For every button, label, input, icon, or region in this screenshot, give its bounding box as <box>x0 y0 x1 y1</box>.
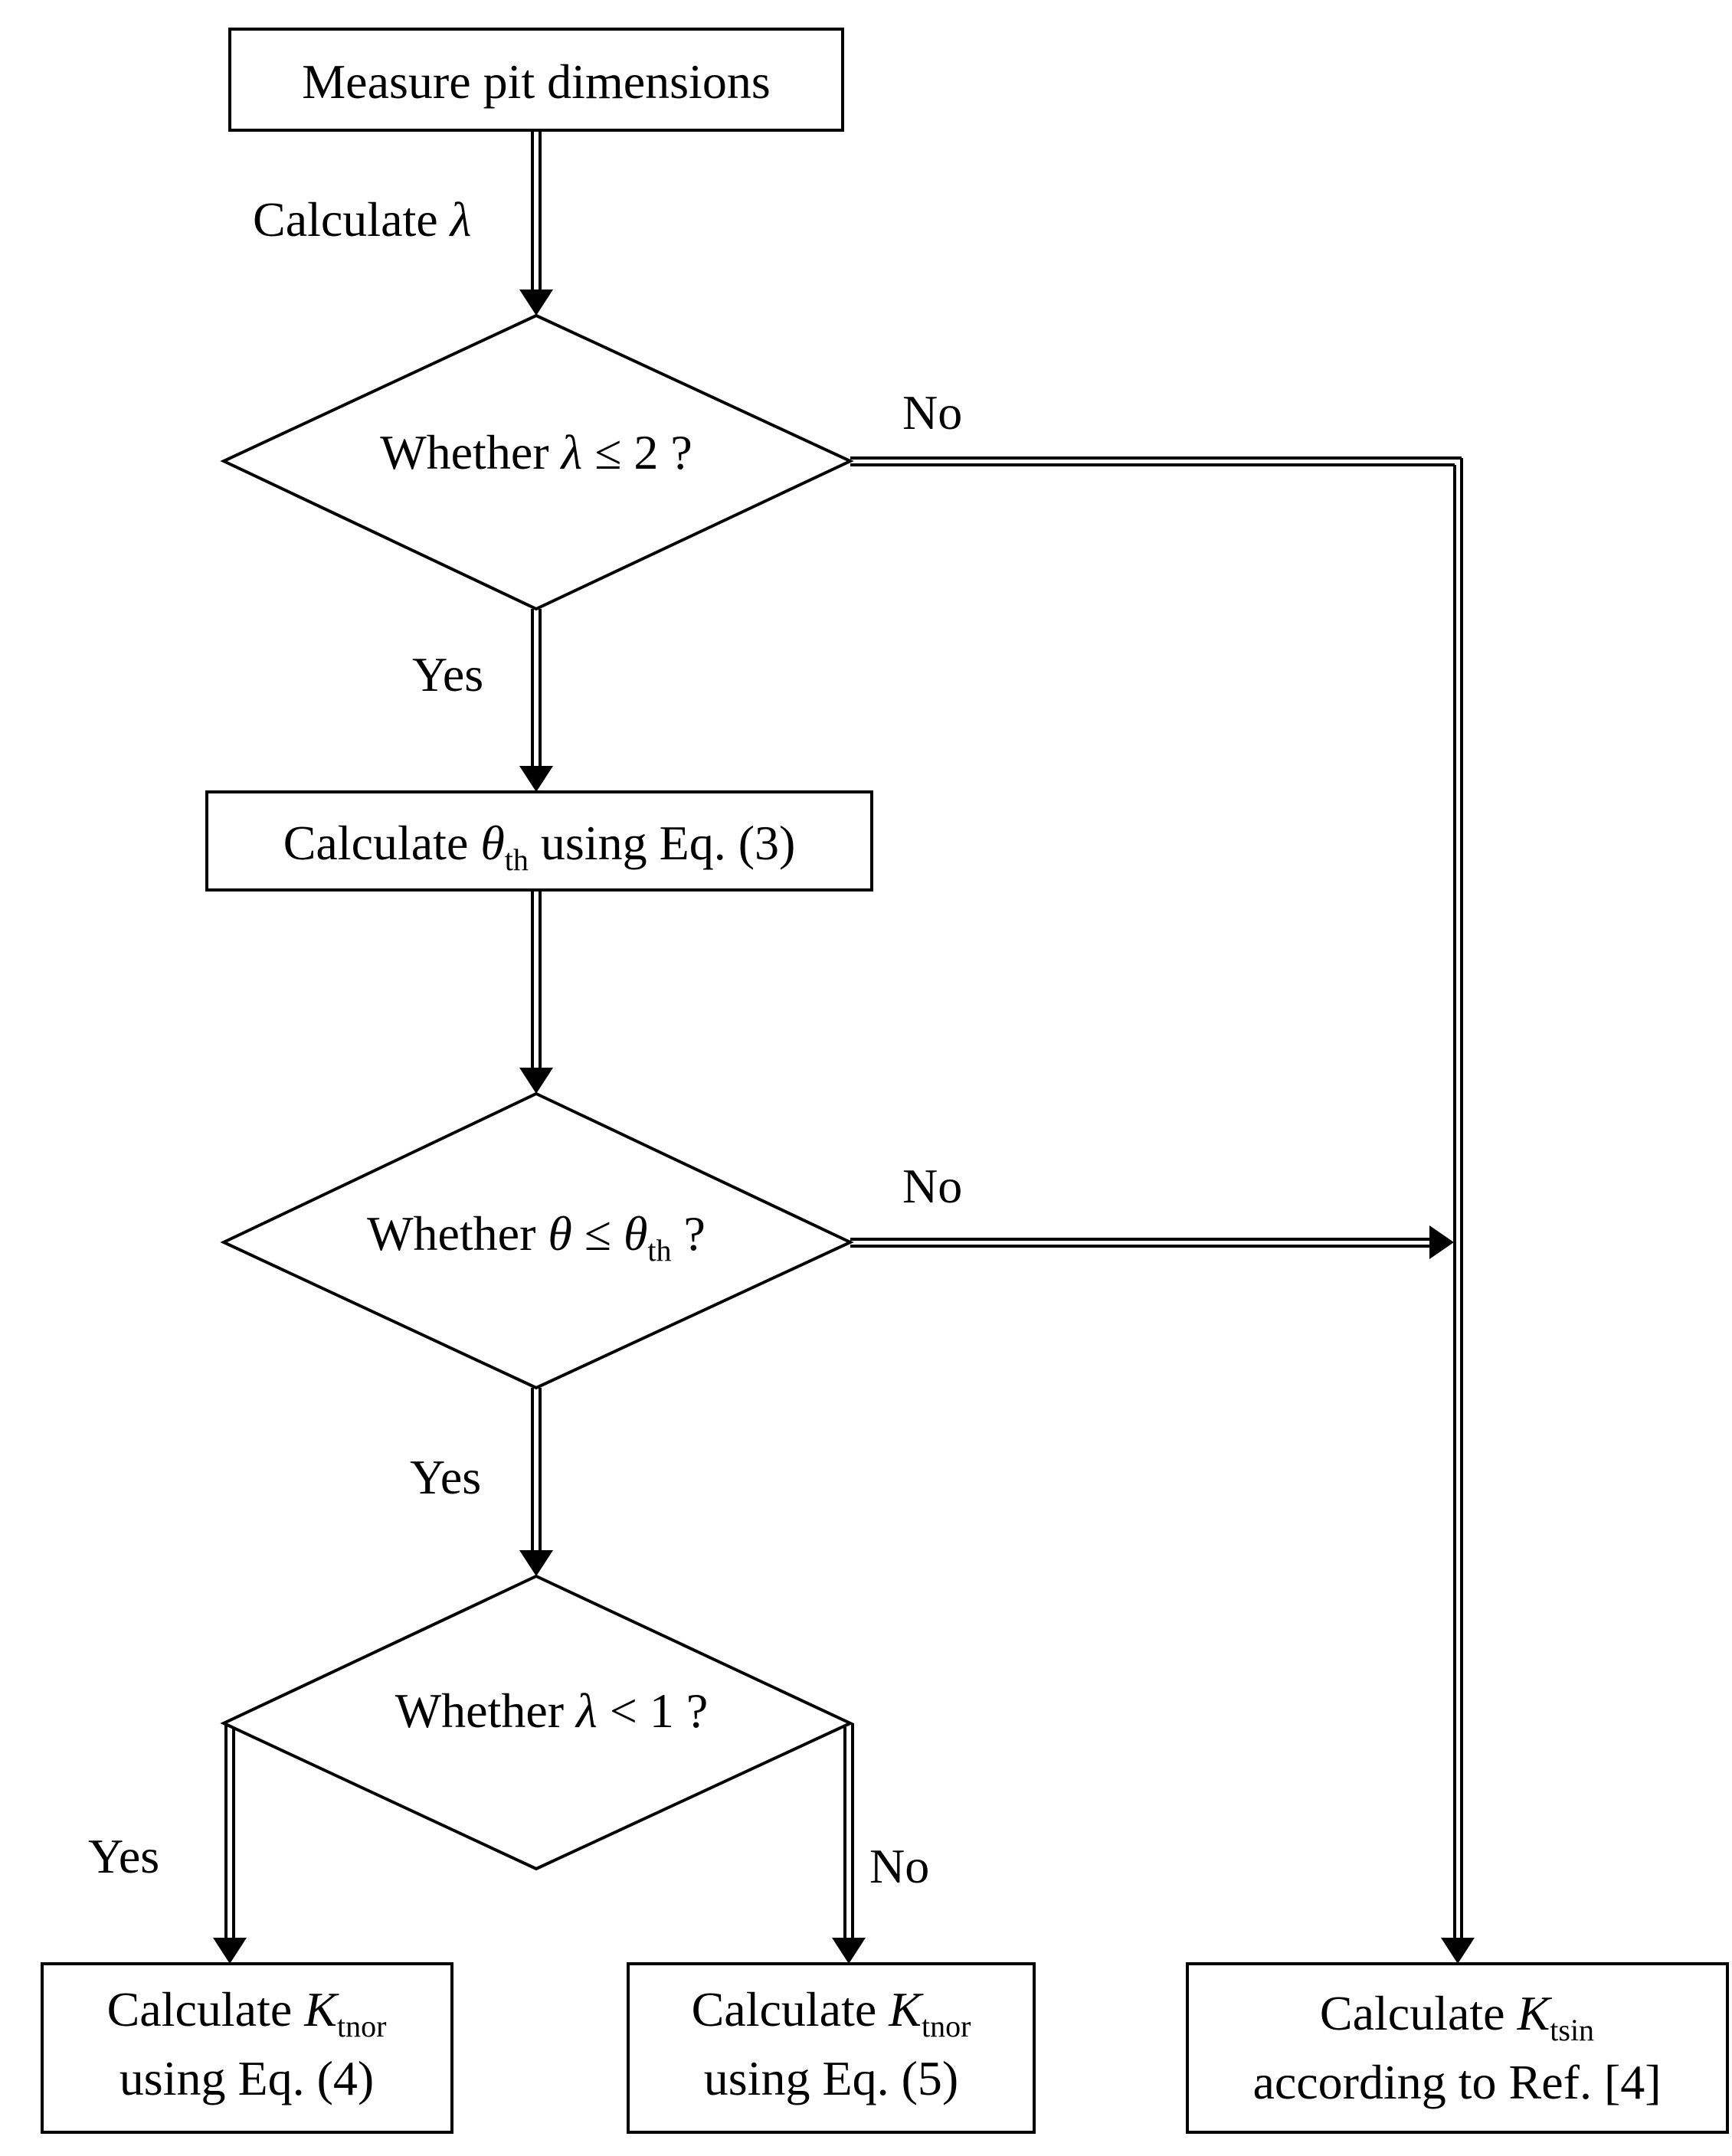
connector-decision1-yes <box>519 609 553 792</box>
result-eq4-line1: Calculate Ktnor <box>107 1982 387 2043</box>
decision-lambda-le-2-label: Whether λ ≤ 2 ? <box>380 425 692 479</box>
calc-theta-box: Calculate θth using Eq. (3) <box>205 790 873 892</box>
connector-measure-to-decision1 <box>519 130 553 316</box>
result-ref4-box: Calculate Ktsin according to Ref. [4] <box>1186 1962 1729 2134</box>
connector-decision2-yes <box>519 1388 553 1576</box>
calc-lambda-label: Calculate λ <box>253 192 471 247</box>
calc-theta-label: Calculate θth using Eq. (3) <box>283 816 796 877</box>
no-label-2: No <box>902 1159 962 1213</box>
yes-label-2: Yes <box>410 1450 481 1504</box>
decision-theta-label: Whether θ ≤ θth ? <box>367 1206 706 1268</box>
result-eq5-line1: Calculate Ktnor <box>692 1982 971 2043</box>
result-eq5-line2: using Eq. (5) <box>704 2051 958 2105</box>
result-eq4-box: Calculate Ktnor using Eq. (4) <box>41 1962 453 2134</box>
measure-label: Measure pit dimensions <box>302 54 770 109</box>
connector-theta-box-to-decision2 <box>519 890 553 1094</box>
connector-decision3-yes <box>213 1723 247 1964</box>
result-eq4-line2: using Eq. (4) <box>120 2051 374 2105</box>
connector-decision3-no <box>832 1723 866 1964</box>
connector-decision1-no <box>850 456 1475 1964</box>
decision-lambda-le-2: Whether λ ≤ 2 ? <box>220 313 854 611</box>
decision-lambda-lt-1-label: Whether λ < 1 ? <box>395 1683 709 1738</box>
decision-theta-le-theta-th: Whether θ ≤ θth ? <box>220 1091 854 1390</box>
no-label-1: No <box>902 385 962 440</box>
result-eq5-box: Calculate Ktnor using Eq. (5) <box>627 1962 1036 2134</box>
yes-label-3: Yes <box>88 1829 159 1883</box>
yes-label-1: Yes <box>412 647 483 702</box>
decision-lambda-lt-1: Whether λ < 1 ? <box>220 1574 854 1871</box>
result-ref4-line2: according to Ref. [4] <box>1252 2055 1661 2109</box>
connector-decision2-no <box>850 1225 1454 1259</box>
no-label-3: No <box>869 1839 929 1893</box>
measure-box: Measure pit dimensions <box>228 28 844 132</box>
result-ref4-line1: Calculate Ktsin <box>1320 1986 1594 2047</box>
